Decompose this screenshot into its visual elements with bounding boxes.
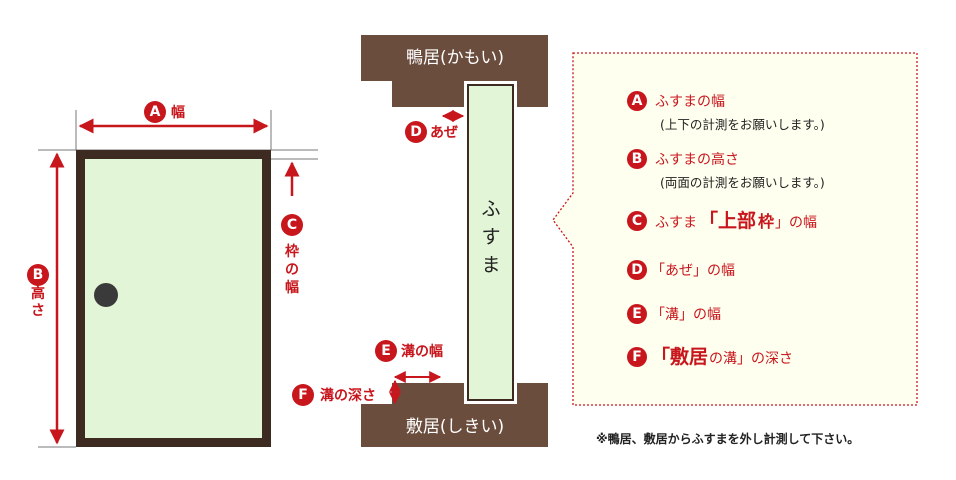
legend-badge-a [627,91,647,111]
legend-d-text: 「あぜ」の幅 [651,263,735,279]
legend-c-pre: ふすま [655,215,697,231]
badge-f-letter: F [298,387,308,403]
legend-badge-b [627,149,647,169]
label-groove-width: 溝の幅 [401,343,443,360]
badge-f [292,384,314,406]
fusuma-label-1: ふ [481,198,500,220]
legend-badge-c-letter: C [632,213,642,229]
label-groove-depth: 溝の深さ [320,387,376,404]
fusuma-panel [467,84,514,401]
badge-a-letter: A [150,104,161,120]
fusuma-label-3: ま [481,254,500,276]
label-frame-3: 幅 [285,279,299,296]
legend-c-post: 」の幅 [775,215,817,231]
label-height-2: さ [31,303,45,319]
top-beam-label: 鴨居(かもい) [406,48,504,68]
label-frame-2: の [285,262,299,278]
legend-f-big: 「敷居 [651,345,708,368]
legend-b-sub: (両面の計測をお願いします。) [660,175,825,190]
badge-d [405,121,427,143]
legend-e-text: 「溝」の幅 [651,307,721,323]
badge-a [144,101,166,123]
badge-b-letter: B [33,267,44,283]
badge-e [375,340,397,362]
label-width: 幅 [171,104,185,121]
legend-badge-a-letter: A [632,93,643,109]
legend-c-text: ふすま「上部枠」の幅 [655,209,817,232]
legend-badge-d-letter: D [631,262,643,278]
bottom-beam [361,383,548,447]
label-frame-1: 枠 [285,243,299,260]
legend-badge-e-letter: E [632,306,642,322]
legend-badge-f [627,347,647,367]
legend-a-main: ふすまの幅 [655,94,725,110]
legend-badge-e [627,304,647,324]
legend-badge-f-letter: F [632,349,642,365]
legend-c-mid: 枠 [758,212,774,231]
label-aze: あぜ [430,125,458,141]
legend-a-sub: (上下の計測をお願いします。) [660,117,825,132]
badge-b [27,264,49,286]
legend-f-text: 「敷居の溝」の深さ [651,345,793,368]
legend-badge-d [627,260,647,280]
legend-f-post: の溝」の深さ [709,351,793,367]
badge-e-letter: E [381,343,391,359]
legend-box: A ふすまの幅 (上下の計測をお願いします。) B ふすまの高さ (両面の計測を… [552,52,918,406]
top-beam [361,35,548,107]
label-height-1: 高 [31,285,45,302]
fusuma-label-2: す [481,226,500,248]
cross-section-figure: 鴨居(かもい) 敷居(しきい) ふ す ま D あぜ E 溝の幅 F 溝の深さ [292,35,548,447]
badge-c-letter: C [287,217,297,233]
measurement-note: ※鴨居、敷居からふすまを外し計測して下さい。 [596,431,859,446]
legend-c-big: 「上部 [699,209,756,232]
badge-d-letter: D [410,124,422,140]
badge-c [281,214,303,236]
door-figure: A 幅 B 高 さ C 枠 の 幅 [27,101,318,448]
door-handle [94,283,118,307]
legend-badge-b-letter: B [632,151,643,167]
legend-b-main: ふすまの高さ [655,151,739,168]
legend-badge-c [627,211,647,231]
bottom-beam-label: 敷居(しきい) [406,417,504,437]
